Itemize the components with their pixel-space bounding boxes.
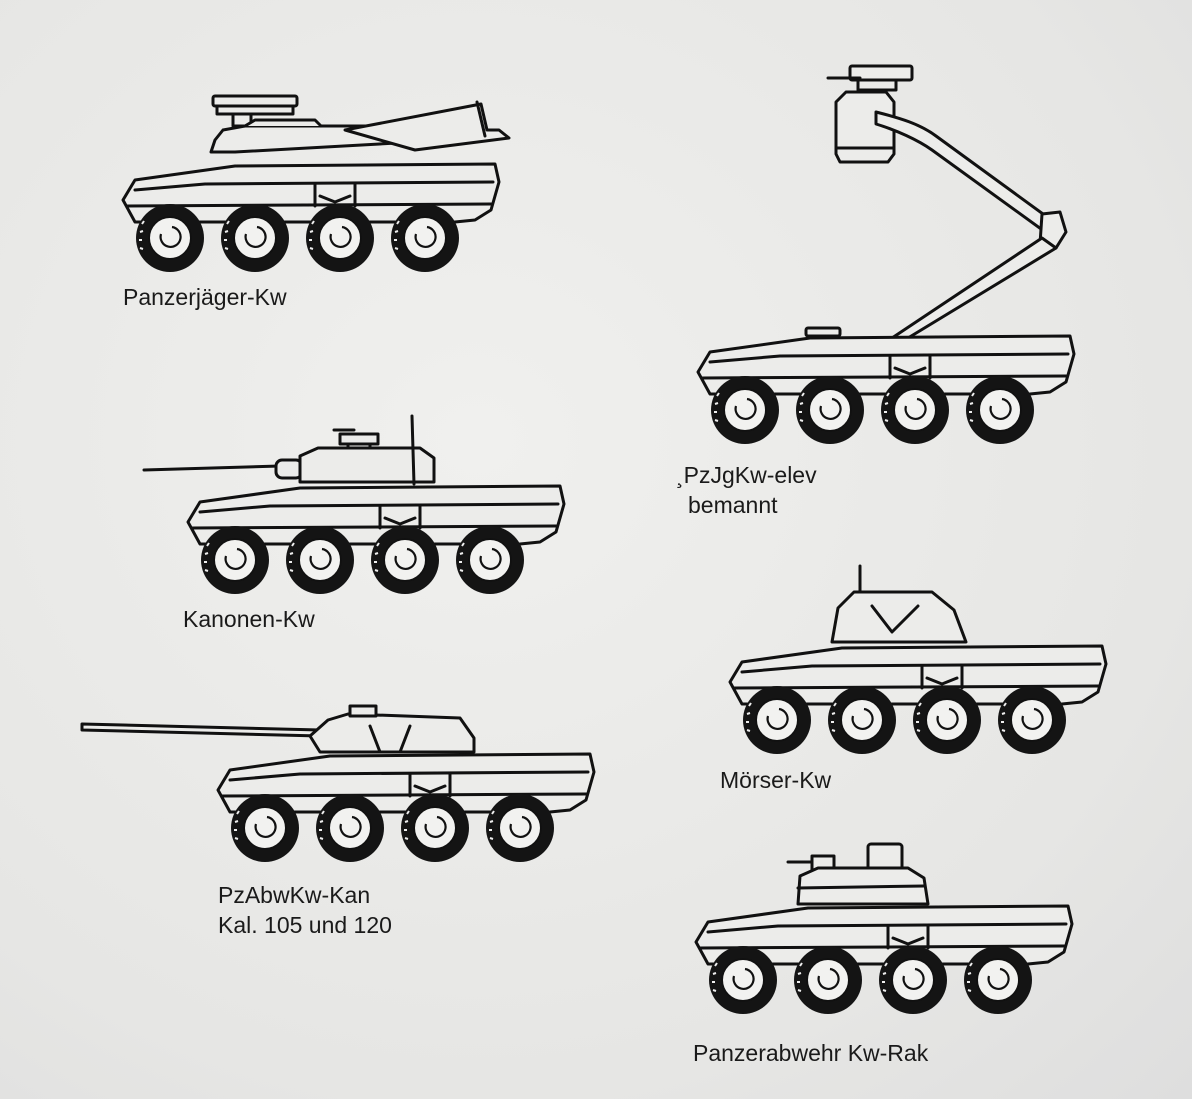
vehicle-pzabwkw-kan-drawing xyxy=(80,700,600,860)
label-line: Kal. 105 und 120 xyxy=(218,912,392,938)
label-panzerabwehr-rak: Panzerabwehr Kw-Rak xyxy=(693,1038,928,1068)
label-line: Panzerabwehr Kw-Rak xyxy=(693,1040,929,1066)
label-kanonen: Kanonen-Kw xyxy=(183,604,315,634)
vehicle-moerser-drawing xyxy=(722,562,1112,752)
vehicle-panzerjaeger-drawing xyxy=(115,90,525,270)
vehicle-pzjgkw-elev-drawing xyxy=(690,62,1090,452)
label-line: Kanonen-Kw xyxy=(183,606,315,632)
label-line: Panzerjäger-Kw xyxy=(123,284,287,310)
label-line: Mörser-Kw xyxy=(720,767,832,793)
label-pzabwkw-kan: PzAbwKw-Kan Kal. 105 und 120 xyxy=(218,880,392,940)
label-panzerjaeger: Panzerjäger-Kw xyxy=(123,282,287,312)
label-moerser: Mörser-Kw xyxy=(720,765,831,795)
label-line: PzAbwKw-Kan xyxy=(218,882,371,908)
label-pzjgkw-elev: ¸PzJgKw-elev bemannt xyxy=(676,460,817,520)
label-line: ¸PzJgKw-elev xyxy=(676,462,817,488)
vehicle-kanonen-drawing xyxy=(140,412,560,592)
label-line: bemannt xyxy=(688,492,778,518)
vehicle-panzerabwehr-rak-drawing xyxy=(688,842,1078,1012)
